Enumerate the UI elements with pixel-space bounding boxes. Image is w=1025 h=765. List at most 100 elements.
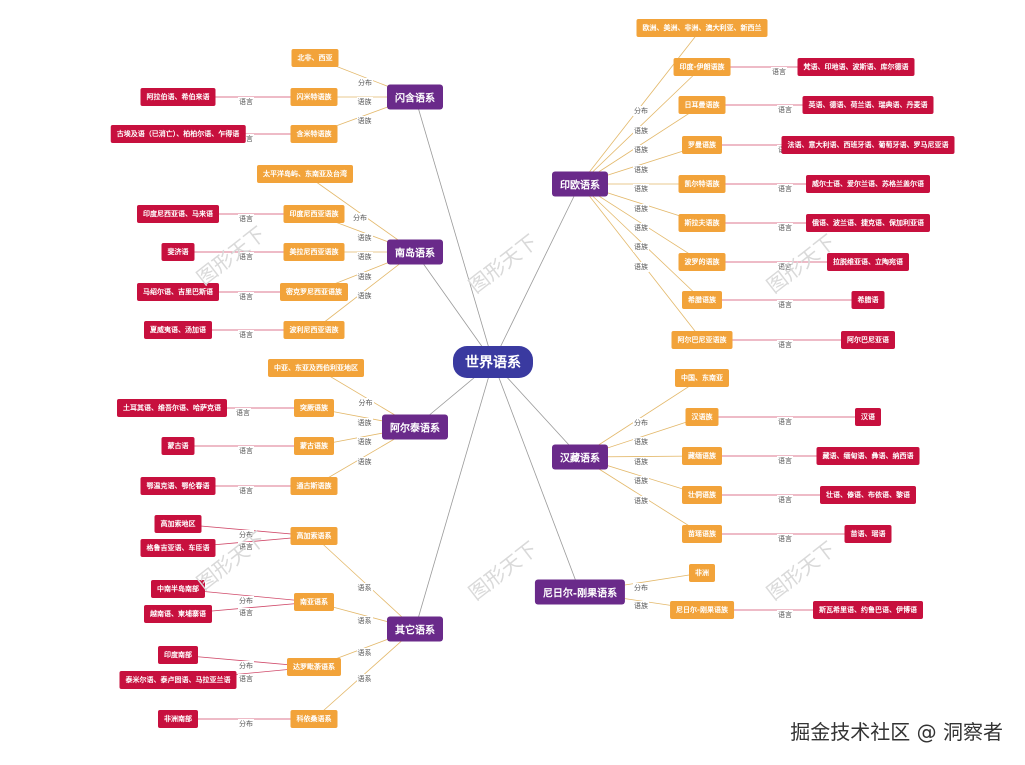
language-node[interactable]: 威尔士语、爱尔兰语、苏格兰盖尔语 [806, 175, 930, 193]
relation-label: 语言 [238, 252, 254, 262]
relation-label: 语言 [777, 495, 793, 505]
relation-label: 语族 [633, 203, 649, 214]
language-branch-node[interactable]: 达罗毗荼语系 [287, 658, 341, 676]
language-branch-node[interactable]: 印度-伊朗语族 [673, 58, 731, 76]
relation-label: 语言 [238, 608, 254, 618]
relation-label: 分布 [238, 530, 254, 540]
language-node[interactable]: 苗语、瑶语 [844, 525, 892, 543]
language-branch-node[interactable]: 凯尔特语族 [678, 175, 726, 193]
relation-label: 语言 [238, 134, 254, 144]
language-branch-node[interactable]: 波罗的语族 [678, 253, 726, 271]
relation-label: 语言 [238, 673, 254, 684]
relation-label: 语言 [777, 534, 793, 544]
distribution-node[interactable]: 中国、东南亚 [675, 369, 729, 387]
language-node[interactable]: 俄语、波兰语、捷克语、保加利亚语 [806, 214, 930, 232]
language-node[interactable]: 斐济语 [161, 243, 195, 261]
relation-label: 语族 [356, 272, 373, 282]
root-family-connector [414, 251, 494, 363]
relation-label: 分布 [238, 719, 254, 729]
language-node[interactable]: 夏威夷语、汤加语 [144, 321, 212, 339]
language-branch-node[interactable]: 蒙古语族 [294, 437, 334, 455]
relation-label: 分布 [633, 106, 649, 116]
language-branch-node[interactable]: 苗瑶语族 [682, 525, 722, 543]
language-branch-node[interactable]: 高加索语系 [290, 527, 338, 545]
language-branch-node[interactable]: 尼日尔-刚果语族 [670, 601, 734, 619]
language-branch-node[interactable]: 通古斯语族 [290, 477, 338, 495]
relation-label: 语言 [771, 67, 787, 77]
distribution-node[interactable]: 非洲 [689, 564, 715, 582]
relation-label: 语族 [633, 495, 649, 506]
relation-label: 语族 [633, 164, 649, 175]
relation-label: 语言 [777, 340, 793, 350]
language-node[interactable]: 马绍尔语、吉里巴斯语 [137, 283, 219, 301]
leaf-node[interactable]: 高加索地区 [154, 515, 202, 533]
language-node[interactable]: 斯瓦希里语、约鲁巴语、伊博语 [813, 601, 923, 619]
language-branch-node[interactable]: 汉语族 [685, 408, 719, 426]
relation-label: 语系 [356, 648, 373, 658]
language-family-node[interactable]: 其它语系 [387, 616, 443, 642]
distribution-node[interactable]: 北非、西亚 [291, 49, 339, 67]
language-family-node[interactable]: 阿尔泰语系 [382, 414, 448, 440]
relation-label: 语言 [238, 292, 254, 302]
language-branch-node[interactable]: 日耳曼语族 [678, 96, 726, 114]
language-branch-node[interactable]: 闪米特语族 [290, 88, 338, 106]
relation-label: 语族 [633, 125, 649, 136]
language-branch-node[interactable]: 波利尼西亚语族 [283, 321, 345, 339]
language-node[interactable]: 英语、德语、荷兰语、瑞典语、丹麦语 [802, 96, 934, 114]
leaf-node[interactable]: 泰米尔语、泰卢固语、马拉亚兰语 [119, 671, 237, 689]
language-node[interactable]: 藏语、缅甸语、彝语、纳西语 [816, 447, 920, 465]
leaf-node[interactable]: 中南半岛南部 [151, 580, 205, 598]
language-node[interactable]: 鄂温克语、鄂伦春语 [140, 477, 216, 495]
language-branch-node[interactable]: 藏缅语族 [682, 447, 722, 465]
language-branch-node[interactable]: 壮侗语族 [682, 486, 722, 504]
relation-label: 语族 [356, 436, 373, 447]
leaf-node[interactable]: 越南语、柬埔寨语 [144, 605, 212, 623]
relation-label: 语言 [238, 446, 254, 456]
language-node[interactable]: 蒙古语 [161, 437, 195, 455]
language-node[interactable]: 梵语、印地语、波斯语、库尔德语 [797, 58, 915, 76]
language-branch-node[interactable]: 印度尼西亚语族 [283, 205, 345, 223]
language-branch-node[interactable]: 斯拉夫语族 [678, 214, 726, 232]
language-node[interactable]: 土耳其语、维吾尔语、哈萨克语 [117, 399, 227, 417]
language-branch-node[interactable]: 科依桑语系 [290, 710, 338, 728]
language-branch-node[interactable]: 南亚语系 [294, 593, 334, 611]
relation-label: 语言 [777, 184, 793, 194]
language-branch-node[interactable]: 阿尔巴尼亚语族 [671, 331, 733, 349]
root-family-connector [414, 96, 494, 363]
root-node[interactable]: 世界语系 [453, 346, 533, 378]
language-branch-node[interactable]: 含米特语族 [290, 125, 338, 143]
language-branch-node[interactable]: 美拉尼西亚语族 [283, 243, 345, 261]
language-node[interactable]: 法语、意大利语、西班牙语、葡萄牙语、罗马尼亚语 [781, 136, 955, 154]
relation-label: 分布 [357, 397, 374, 408]
language-node[interactable]: 壮语、傣语、布依语、黎语 [820, 486, 916, 504]
relation-label: 语言 [777, 105, 793, 115]
leaf-node[interactable]: 非洲南部 [158, 710, 198, 728]
language-branch-node[interactable]: 突厥语族 [294, 399, 334, 417]
language-family-node[interactable]: 汉藏语系 [552, 444, 608, 470]
language-branch-node[interactable]: 密克罗尼西亚语族 [280, 283, 348, 301]
distribution-node[interactable]: 太平洋岛屿、东南亚及台湾 [257, 165, 353, 183]
language-family-node[interactable]: 尼日尔-刚果语系 [534, 579, 626, 605]
leaf-node[interactable]: 印度南部 [158, 646, 198, 664]
language-node[interactable]: 汉语 [855, 408, 881, 426]
language-branch-node[interactable]: 罗曼语族 [682, 136, 722, 154]
language-node[interactable]: 阿拉伯语、希伯来语 [140, 88, 216, 106]
distribution-node[interactable]: 中亚、东亚及西伯利亚地区 [268, 359, 364, 377]
distribution-node[interactable]: 欧洲、美洲、非洲、澳大利亚、新西兰 [636, 19, 768, 37]
language-node[interactable]: 拉脱维亚语、立陶宛语 [827, 253, 909, 271]
language-family-node[interactable]: 南岛语系 [387, 239, 443, 265]
language-node[interactable]: 古埃及语（已消亡）、柏柏尔语、乍得语 [110, 125, 246, 143]
language-node[interactable]: 阿尔巴尼亚语 [841, 331, 895, 349]
language-node[interactable]: 希腊语 [851, 291, 885, 309]
relation-label: 语言 [235, 408, 251, 418]
language-family-node[interactable]: 闪含语系 [387, 84, 443, 110]
language-family-node[interactable]: 印欧语系 [552, 171, 608, 197]
relation-label: 语言 [238, 486, 254, 496]
relation-label: 语系 [356, 674, 373, 684]
relation-label: 语族 [633, 262, 649, 272]
leaf-node[interactable]: 格鲁吉亚语、车臣语 [140, 539, 216, 557]
relation-label: 语族 [356, 252, 373, 262]
language-branch-node[interactable]: 希腊语族 [682, 291, 722, 309]
language-node[interactable]: 印度尼西亚语、马来语 [137, 205, 219, 223]
